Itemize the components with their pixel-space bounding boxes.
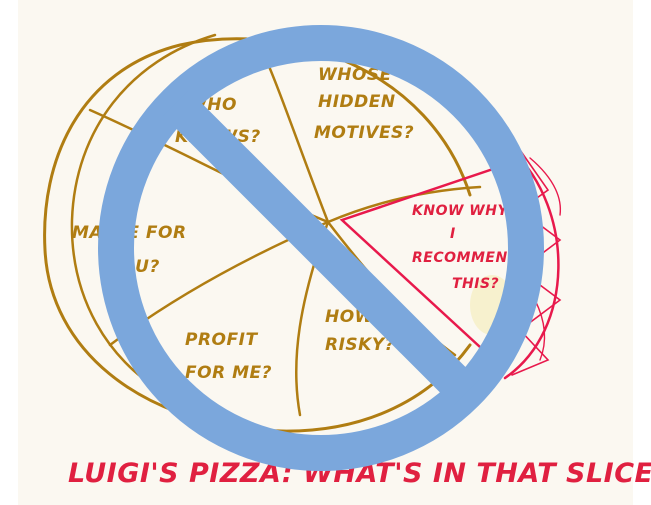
label-for-me: FOR ME? [185,363,272,383]
label-hidden: HIDDEN [318,92,396,112]
label-recommend: RECOMMEND [412,250,520,266]
label-motives: MOTIVES? [314,123,414,143]
label-know-why: KNOW WHY [412,203,509,219]
label-i: I [450,226,456,242]
label-risky: RISKY? [325,335,395,355]
label-profit: PROFIT [185,330,258,350]
label-this: THIS? [452,276,499,292]
